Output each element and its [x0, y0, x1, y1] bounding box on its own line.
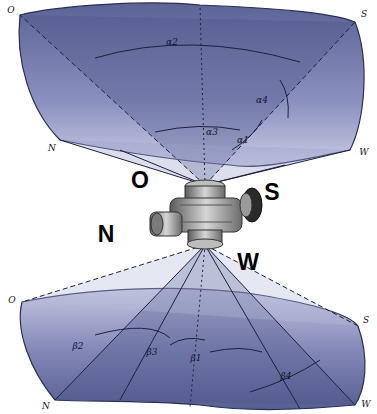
direction-letter: W: [359, 148, 368, 157]
angle-label: α3: [206, 128, 218, 137]
direction-letter: S: [361, 10, 367, 19]
angle-label: β1: [191, 354, 202, 363]
axis-letter: N: [98, 223, 115, 246]
direction-letter: W: [361, 400, 370, 409]
angle-label: α2: [166, 38, 178, 47]
axis-letter: O: [131, 169, 149, 192]
angle-label: α1: [237, 136, 249, 145]
angle-label: α4: [256, 96, 268, 105]
direction-letter: N: [48, 144, 56, 153]
direction-letter: S: [363, 316, 369, 325]
angle-label: β4: [281, 372, 292, 381]
angle-label: β2: [73, 342, 84, 351]
angle-label: β3: [147, 348, 158, 357]
axis-letter: S: [264, 181, 279, 204]
axis-letter: W: [237, 251, 259, 274]
direction-letter: O: [8, 296, 15, 305]
direction-letter: N: [42, 402, 50, 411]
direction-letter: O: [7, 6, 14, 15]
